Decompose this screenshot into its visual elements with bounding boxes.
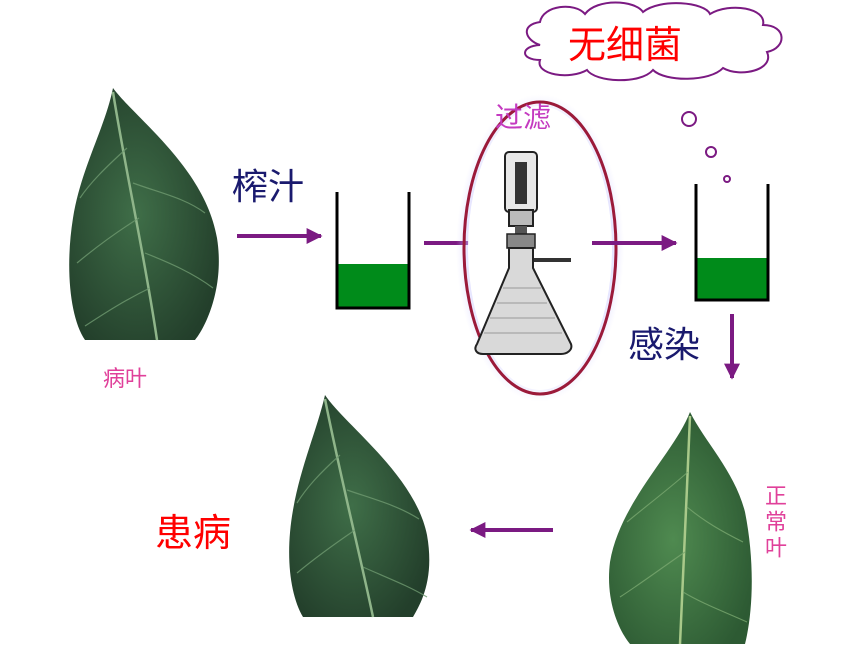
sick-leaf-image	[289, 395, 430, 618]
thought-cloud	[524, 1, 783, 82]
infect-label: 感染	[628, 325, 701, 366]
filter-apparatus-icon	[474, 151, 573, 355]
squeeze-juice-label: 榨汁	[232, 167, 305, 208]
normal-leaf-label: 正常叶	[761, 484, 786, 562]
arrow-to-sick-leaf	[469, 522, 553, 538]
arrow-to-beaker	[237, 228, 323, 244]
diseased-leaf-label: 病叶	[103, 367, 148, 392]
no-bacteria-label: 无细菌	[568, 23, 683, 67]
beaker-juice	[335, 192, 411, 310]
normal-leaf-image	[609, 412, 752, 645]
filter-label: 过滤	[495, 101, 552, 134]
thought-bubbles	[681, 111, 731, 183]
beaker-filtrate	[694, 184, 770, 302]
arrow-to-clean-beaker	[592, 235, 678, 251]
arrow-down-infect	[724, 314, 740, 380]
diseased-leaf-image	[69, 88, 219, 341]
sick-label: 患病	[155, 511, 232, 555]
